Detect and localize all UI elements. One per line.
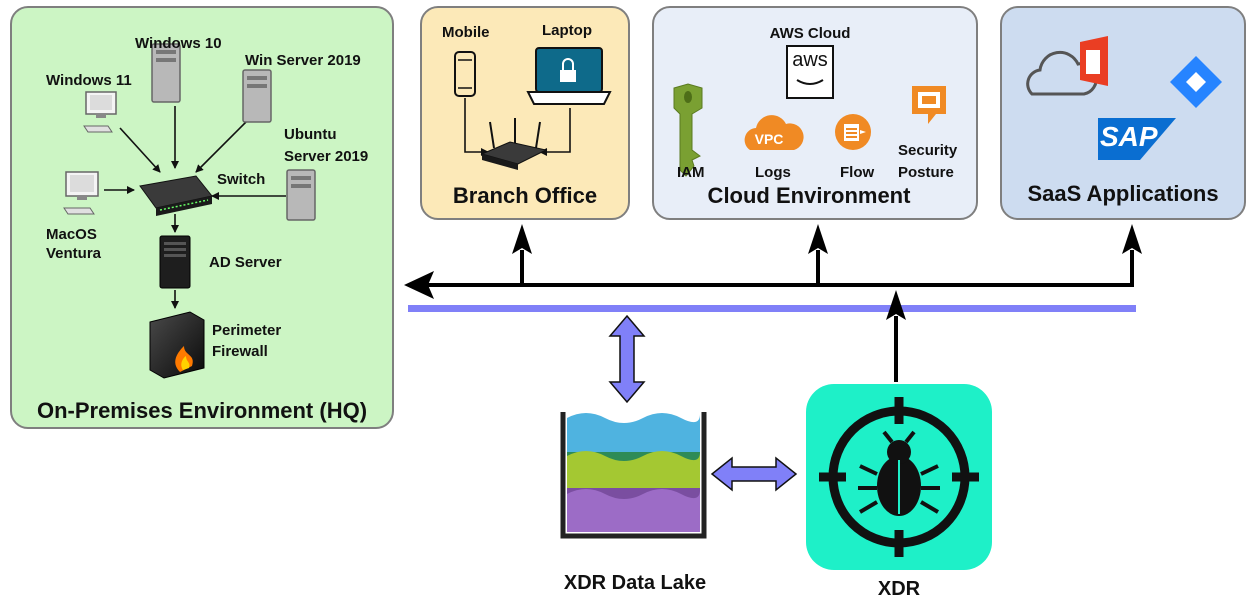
vpc-cloud-icon bbox=[744, 115, 804, 150]
switch-label: Switch bbox=[217, 171, 266, 188]
macos-label-line2: Ventura bbox=[46, 245, 102, 262]
saas-panel bbox=[1000, 6, 1246, 220]
aws-logo-icon bbox=[786, 45, 834, 99]
firewall-label-line1: Perimeter bbox=[212, 322, 282, 339]
cloud-office-icon bbox=[1026, 36, 1108, 96]
cloud-environment-title: Cloud Environment bbox=[707, 183, 911, 208]
windows11-computer-icon bbox=[83, 91, 117, 133]
vpc-badge-text: VPC bbox=[754, 131, 784, 147]
iam-label: IAM bbox=[677, 164, 705, 181]
windows11-label: Windows 11 bbox=[46, 72, 132, 89]
macos-computer-icon bbox=[63, 171, 99, 215]
ubuntu-label-line1: Ubuntu bbox=[284, 126, 337, 143]
mobile-label: Mobile bbox=[442, 24, 490, 41]
windows10-server-icon bbox=[151, 43, 181, 103]
security-posture-icon bbox=[912, 86, 946, 124]
laptop-icon bbox=[526, 47, 612, 105]
ubuntu-server-icon bbox=[286, 169, 316, 221]
switch-icon bbox=[139, 175, 213, 216]
iam-key-icon bbox=[673, 83, 703, 177]
sap-logo-text: SAP bbox=[1100, 121, 1158, 152]
macos-label-line1: MacOS bbox=[46, 226, 97, 243]
security-label-line2: Posture bbox=[898, 164, 954, 181]
datalake-bus-double-arrow bbox=[608, 314, 646, 404]
branch-office-title: Branch Office bbox=[452, 183, 598, 208]
branch-office-panel bbox=[420, 6, 630, 220]
xdr-bug-target-icon bbox=[806, 384, 992, 570]
ad-server-icon bbox=[159, 235, 191, 289]
firewall-label-line2: Firewall bbox=[212, 343, 268, 360]
winserver-label: Win Server 2019 bbox=[245, 52, 361, 69]
saas-applications-title: SaaS Applications bbox=[1027, 181, 1219, 206]
flow-label: Flow bbox=[840, 164, 875, 181]
xdr-label: XDR bbox=[877, 578, 921, 600]
winserver-server-icon bbox=[242, 69, 272, 123]
datalake-xdr-double-arrow bbox=[710, 456, 798, 492]
logs-label: Logs bbox=[755, 164, 791, 181]
xdr-data-lake-label: XDR Data Lake bbox=[563, 572, 707, 594]
network-backbone-arrows bbox=[404, 224, 1142, 382]
laptop-label: Laptop bbox=[542, 22, 592, 39]
sap-logo-icon bbox=[1098, 118, 1176, 160]
wifi-router-icon bbox=[480, 118, 548, 170]
flow-logs-icon bbox=[835, 114, 871, 150]
mobile-phone-icon bbox=[454, 51, 476, 97]
jira-icon bbox=[1170, 56, 1222, 108]
network-bus bbox=[408, 305, 1136, 312]
aws-logo-text: aws bbox=[792, 49, 828, 71]
security-label-line1: Security bbox=[898, 142, 958, 159]
ad-server-label: AD Server bbox=[209, 254, 282, 271]
firewall-icon bbox=[149, 311, 205, 379]
onprem-connectors bbox=[104, 106, 286, 309]
xdr-data-lake-icon bbox=[560, 412, 707, 539]
ubuntu-label-line2: Server 2019 bbox=[284, 148, 369, 165]
branch-connectors bbox=[464, 98, 571, 156]
windows10-label: Windows 10 bbox=[135, 35, 222, 52]
onprem-title: On-Premises Environment (HQ) bbox=[36, 398, 368, 423]
aws-cloud-label: AWS Cloud bbox=[769, 25, 851, 42]
